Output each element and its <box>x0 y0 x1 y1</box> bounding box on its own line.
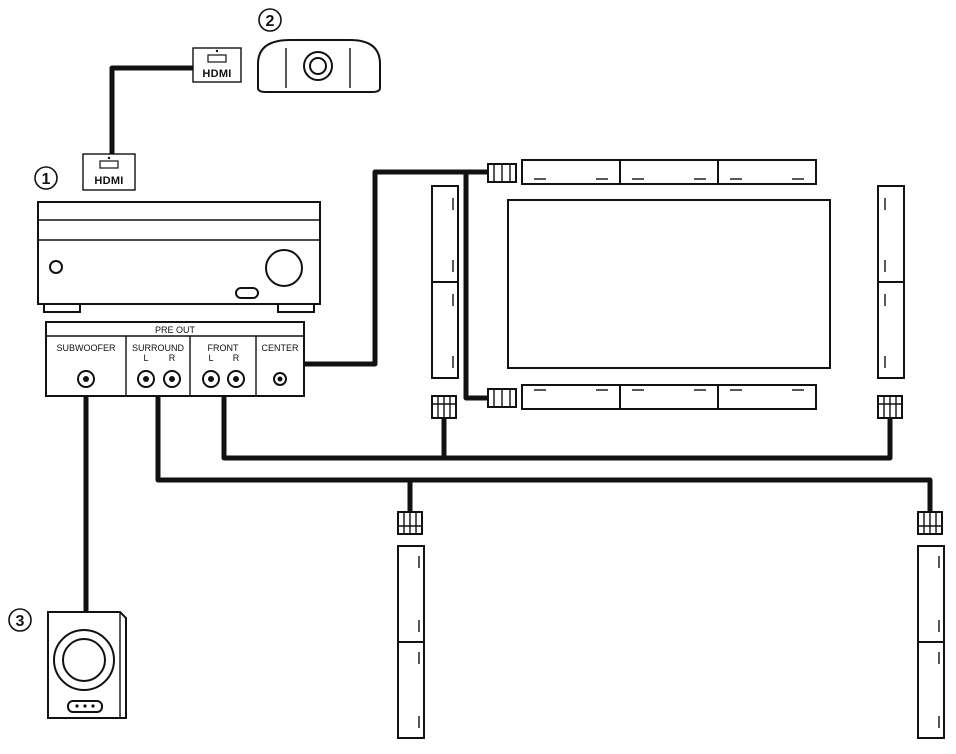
center-cable <box>302 169 493 367</box>
callout-3-label: 3 <box>16 613 25 630</box>
front-cable <box>221 389 893 461</box>
callout-2: 2 <box>258 8 282 32</box>
subwoofer <box>47 611 127 719</box>
front-l-label: L <box>208 353 213 363</box>
surround-l-label: L <box>143 353 148 363</box>
projector <box>257 39 381 93</box>
center-bar-bottom <box>487 384 817 410</box>
callout-1-label: 1 <box>42 171 51 188</box>
subwoofer-label: SUBWOOFER <box>56 343 116 353</box>
surround-r-jack <box>163 370 181 388</box>
center-bar-top <box>487 159 817 185</box>
volume-knob <box>265 249 303 287</box>
front-r-jack <box>227 370 245 388</box>
callout-1: 1 <box>34 166 58 190</box>
hdmi-port-receiver: HDMI <box>82 153 136 191</box>
hdmi-label-projector: HDMI <box>202 68 231 80</box>
center-jack <box>273 372 287 386</box>
display-slot <box>235 287 259 299</box>
surround-l-jack <box>137 370 155 388</box>
callout-2-label: 2 <box>266 13 275 30</box>
av-receiver <box>37 201 321 313</box>
pre-out-panel: PRE OUT SUBWOOFER SURROUND FRONT CENTER … <box>45 321 305 397</box>
surround-left-tower <box>397 511 425 739</box>
hdmi-port-projector: HDMI <box>192 47 242 83</box>
cables <box>83 65 933 615</box>
subwoofer-jack <box>77 370 95 388</box>
front-left-tower <box>431 185 459 419</box>
pre-out-title: PRE OUT <box>155 325 196 335</box>
surround-cable <box>155 389 933 515</box>
center-cable-branch <box>463 169 493 401</box>
front-l-jack <box>202 370 220 388</box>
callout-3: 3 <box>8 608 32 632</box>
hdmi-label-receiver: HDMI <box>94 175 123 187</box>
center-label: CENTER <box>261 343 299 353</box>
surround-r-label: R <box>169 353 176 363</box>
front-right-tower <box>877 185 905 419</box>
surround-right-tower <box>917 511 945 739</box>
front-r-label: R <box>233 353 240 363</box>
surround-label: SURROUND <box>132 343 185 353</box>
hdmi-cable <box>109 65 201 171</box>
front-label: FRONT <box>208 343 239 353</box>
power-knob <box>49 260 63 274</box>
projection-screen <box>507 199 831 369</box>
